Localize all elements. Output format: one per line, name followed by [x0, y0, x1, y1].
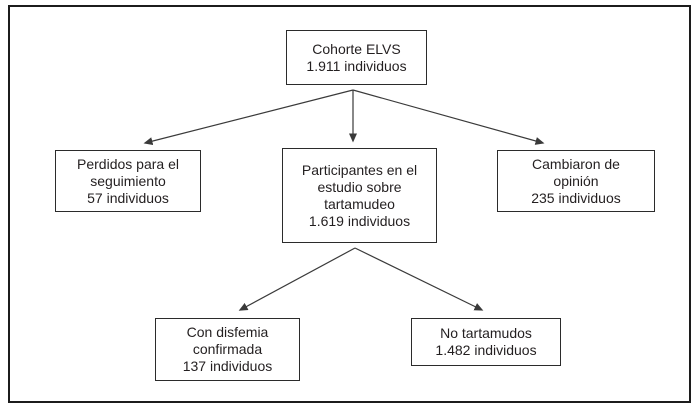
node-label: Perdidos para el — [77, 155, 179, 172]
node-label: Participantes en el — [301, 161, 418, 178]
node-label: Cohorte ELVS — [312, 40, 401, 57]
node-no-tartamudos: No tartamudos 1.482 individuos — [411, 318, 561, 366]
node-label: Cambiaron de — [532, 155, 620, 172]
node-count: 1.619 individuos — [308, 212, 411, 229]
node-label: No tartamudos — [440, 325, 532, 341]
node-count: 1.482 individuos — [435, 342, 537, 358]
node-label: tartamudeo — [324, 195, 395, 212]
node-label: estudio sobre — [317, 178, 402, 195]
node-cambiaron-opinion: Cambiaron de opinión 235 individuos — [497, 150, 655, 212]
node-disfemia-confirmada: Con disfemia confirmada 137 individuos — [155, 318, 300, 381]
node-label: Con disfemia — [186, 324, 269, 340]
node-perdidos-seguimiento: Perdidos para el seguimiento 57 individu… — [55, 150, 201, 212]
node-label: seguimiento — [90, 172, 166, 189]
node-label: opinión — [553, 172, 599, 189]
node-label: confirmada — [192, 341, 263, 357]
node-count: 1.911 individuos — [306, 57, 407, 74]
node-count: 235 individuos — [531, 189, 621, 206]
node-count: 57 individuos — [87, 189, 169, 206]
node-count: 137 individuos — [182, 358, 273, 374]
node-participantes-estudio: Participantes en el estudio sobre tartam… — [282, 148, 437, 243]
node-cohorte-elvs: Cohorte ELVS 1.911 individuos — [286, 30, 427, 85]
